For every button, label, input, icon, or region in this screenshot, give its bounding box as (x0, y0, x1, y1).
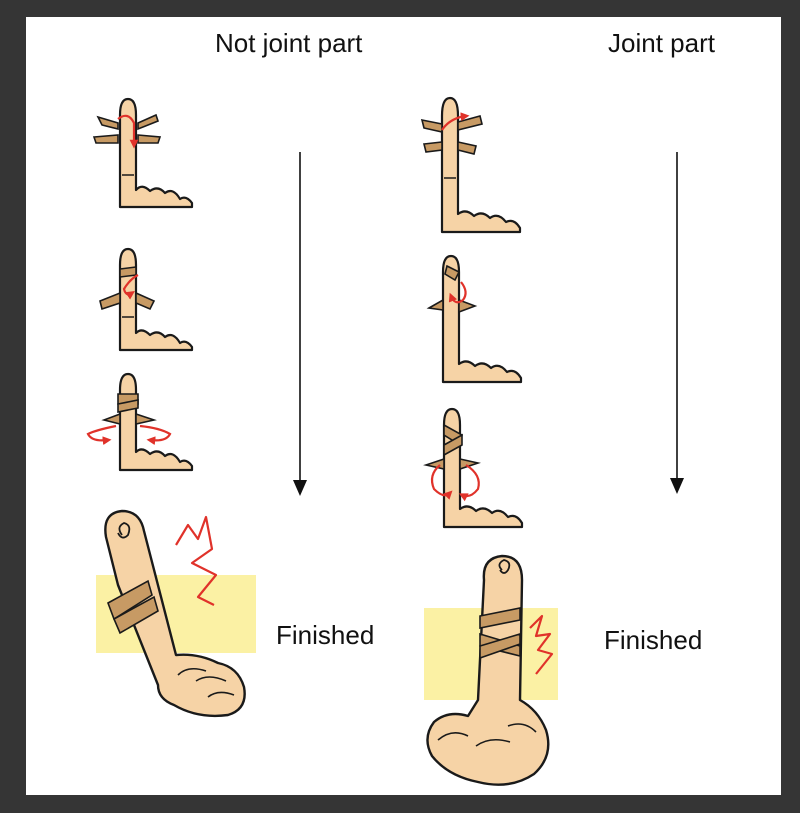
step-2-not-joint-finger (99, 247, 194, 352)
step-3-not-joint-finger (86, 372, 194, 472)
tape-icon (479, 607, 521, 660)
wrap-arrow-icon (448, 281, 467, 304)
down-arrow-icon (293, 152, 307, 496)
wrap-arrow-icon (117, 114, 139, 149)
wrap-arrow-icon (122, 274, 139, 300)
tape-icon (107, 579, 159, 635)
pain-zigzag-icon (175, 515, 218, 606)
wrap-arrow-icon (458, 464, 480, 502)
column-heading-joint: Joint part (608, 28, 715, 58)
tape-icon (92, 113, 162, 144)
wrap-arrow-icon (139, 424, 172, 446)
finger-icon (118, 247, 194, 352)
tape-icon (426, 264, 478, 314)
finished-not-joint-finger (96, 509, 256, 718)
down-arrow-icon (670, 152, 684, 494)
step-3-joint-finger (423, 407, 524, 529)
finger-icon (104, 509, 246, 718)
step-1-not-joint-finger (92, 97, 194, 209)
tape-icon (420, 115, 483, 155)
pain-zigzag-icon (529, 614, 554, 675)
wrap-arrow-icon (441, 112, 470, 131)
column-heading-not-joint: Not joint part (215, 28, 363, 58)
finger-icon (442, 407, 524, 529)
finished-label-joint: Finished (604, 625, 703, 655)
step-2-joint-finger (426, 254, 523, 384)
finger-icon (118, 372, 194, 472)
finger-icon (118, 97, 194, 209)
step-1-joint-finger (420, 96, 522, 234)
wrap-arrow-icon (86, 424, 117, 446)
finished-joint-finger (424, 554, 558, 786)
finger-icon (440, 96, 522, 234)
finished-label-not-joint: Finished (276, 620, 375, 650)
wrap-arrow-icon (430, 464, 453, 500)
tape-icon (101, 393, 157, 426)
